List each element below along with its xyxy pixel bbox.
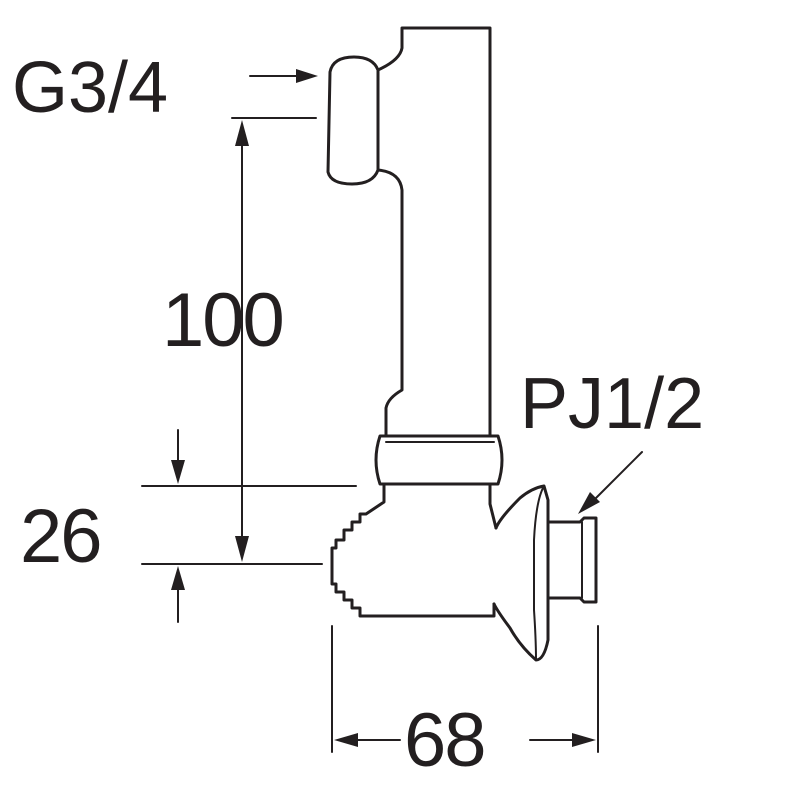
- lower-body: [330, 482, 496, 618]
- offset-arrow-top: [171, 460, 185, 484]
- width-arrow-right: [572, 733, 596, 747]
- offset-arrow-bottom: [171, 566, 185, 590]
- spigot: [546, 516, 598, 604]
- width-arrow-left: [334, 733, 358, 747]
- bottom-thread-arrowhead: [578, 492, 600, 514]
- flange-inner: [533, 485, 545, 661]
- bottom-thread-label: PJ1/2: [520, 364, 704, 444]
- lower-body-right: [488, 482, 498, 530]
- width-value: 68: [404, 698, 485, 783]
- collar-ring: [374, 434, 504, 486]
- offset-dimension: [141, 429, 357, 623]
- height-value: 100: [162, 278, 283, 363]
- top-nut: [326, 55, 380, 186]
- vertical-pipe: [376, 26, 492, 437]
- width-dimension: [331, 625, 599, 753]
- bottom-thread-callout: [578, 451, 643, 514]
- height-dimension: [231, 117, 317, 562]
- top-thread-arrowhead: [296, 69, 318, 83]
- flange: [492, 484, 550, 662]
- bottom-thread-leader: [593, 451, 643, 501]
- top-thread-label: G3/4: [12, 48, 168, 128]
- valve-body: [326, 26, 598, 662]
- height-arrow-top: [235, 120, 249, 146]
- top-thread-callout: [249, 69, 318, 83]
- offset-value: 26: [20, 494, 101, 579]
- height-arrow-bottom: [235, 536, 249, 562]
